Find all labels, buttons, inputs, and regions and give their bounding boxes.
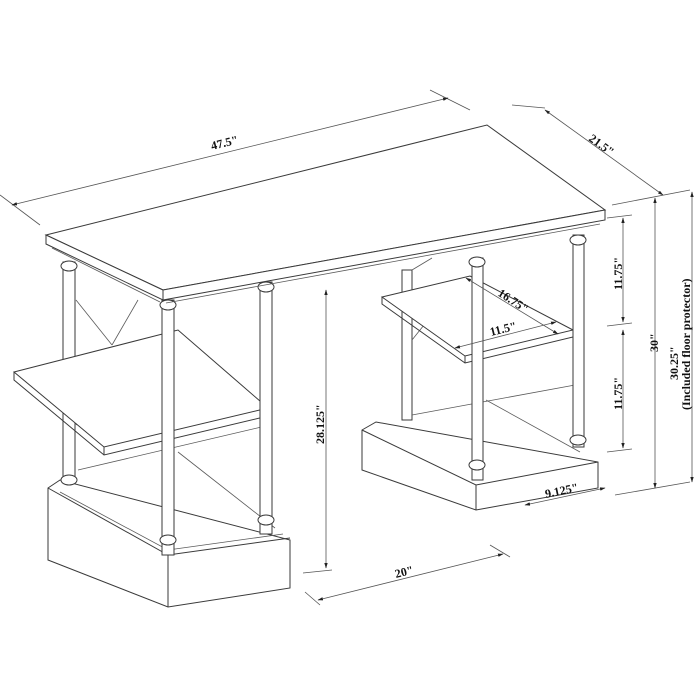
label-knee-clearance-height: 28.125" — [313, 404, 327, 444]
label-shelf-width: 11.5" — [488, 319, 518, 339]
label-height-with-protector: 30.25" — [667, 346, 681, 380]
label-height: 30" — [647, 333, 661, 352]
left-pedestal — [12, 260, 291, 608]
desktop — [44, 124, 607, 304]
label-upper-shelf-gap: 11.75" — [611, 257, 625, 290]
dimension-lines — [0, 89, 694, 606]
label-base-width: 9.125" — [544, 480, 580, 501]
label-height-protector-note: (Included floor protector) — [679, 278, 693, 410]
label-overall-width: 47.5" — [209, 133, 239, 153]
label-overall-depth: 21.5" — [586, 131, 617, 159]
label-lower-shelf-gap: 11.75" — [611, 377, 625, 410]
right-pedestal — [361, 234, 599, 511]
label-knee-clearance-width: 20" — [393, 563, 415, 581]
